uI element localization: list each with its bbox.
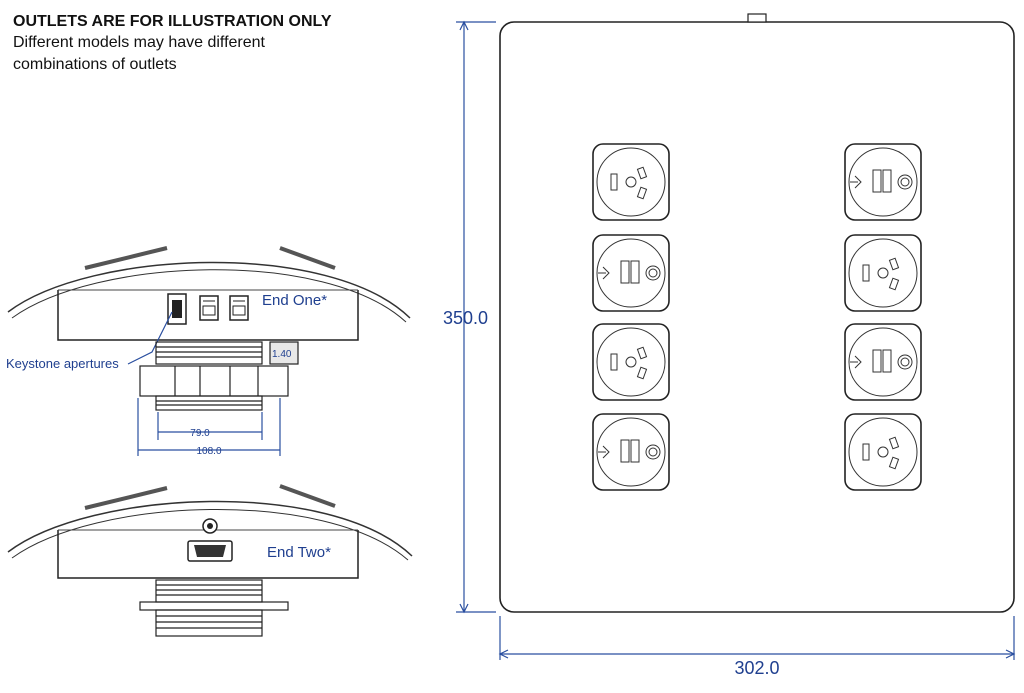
power-outlet-module: [844, 413, 922, 491]
dim-79: 79.0: [190, 428, 210, 439]
usb-outlet-module: [844, 143, 922, 221]
front-panel-view: [456, 13, 1016, 660]
panel-outline: [499, 21, 1015, 613]
keystone-callout: Keystone apertures: [6, 356, 119, 371]
height-dimension: 350.0: [443, 308, 488, 328]
note-line-2: combinations of outlets: [13, 56, 177, 73]
end-two-view: [7, 484, 413, 637]
ethernet-port-1: [199, 295, 219, 321]
panel-tab: [747, 13, 767, 23]
end-one-label: End One*: [262, 292, 327, 309]
usb-outlet-module: [844, 323, 922, 401]
end-two-label: End Two*: [267, 544, 331, 561]
power-outlet-module: [844, 234, 922, 312]
usb-outlet-module: [592, 234, 670, 312]
width-dimension: 302.0: [734, 658, 779, 678]
power-outlet-module: [592, 323, 670, 401]
power-outlet-module: [592, 143, 670, 221]
illustration-note: OUTLETS ARE FOR ILLUSTRATION ONLY Differ…: [13, 12, 332, 76]
dim-1-40: 1.40: [272, 349, 292, 360]
note-title: OUTLETS ARE FOR ILLUSTRATION ONLY: [13, 13, 332, 30]
usb-outlet-module: [592, 413, 670, 491]
ethernet-port-2: [229, 295, 249, 321]
end-one-view: [7, 246, 411, 456]
note-line-1: Different models may have different: [13, 34, 265, 51]
dim-108: 108.0: [196, 446, 221, 457]
